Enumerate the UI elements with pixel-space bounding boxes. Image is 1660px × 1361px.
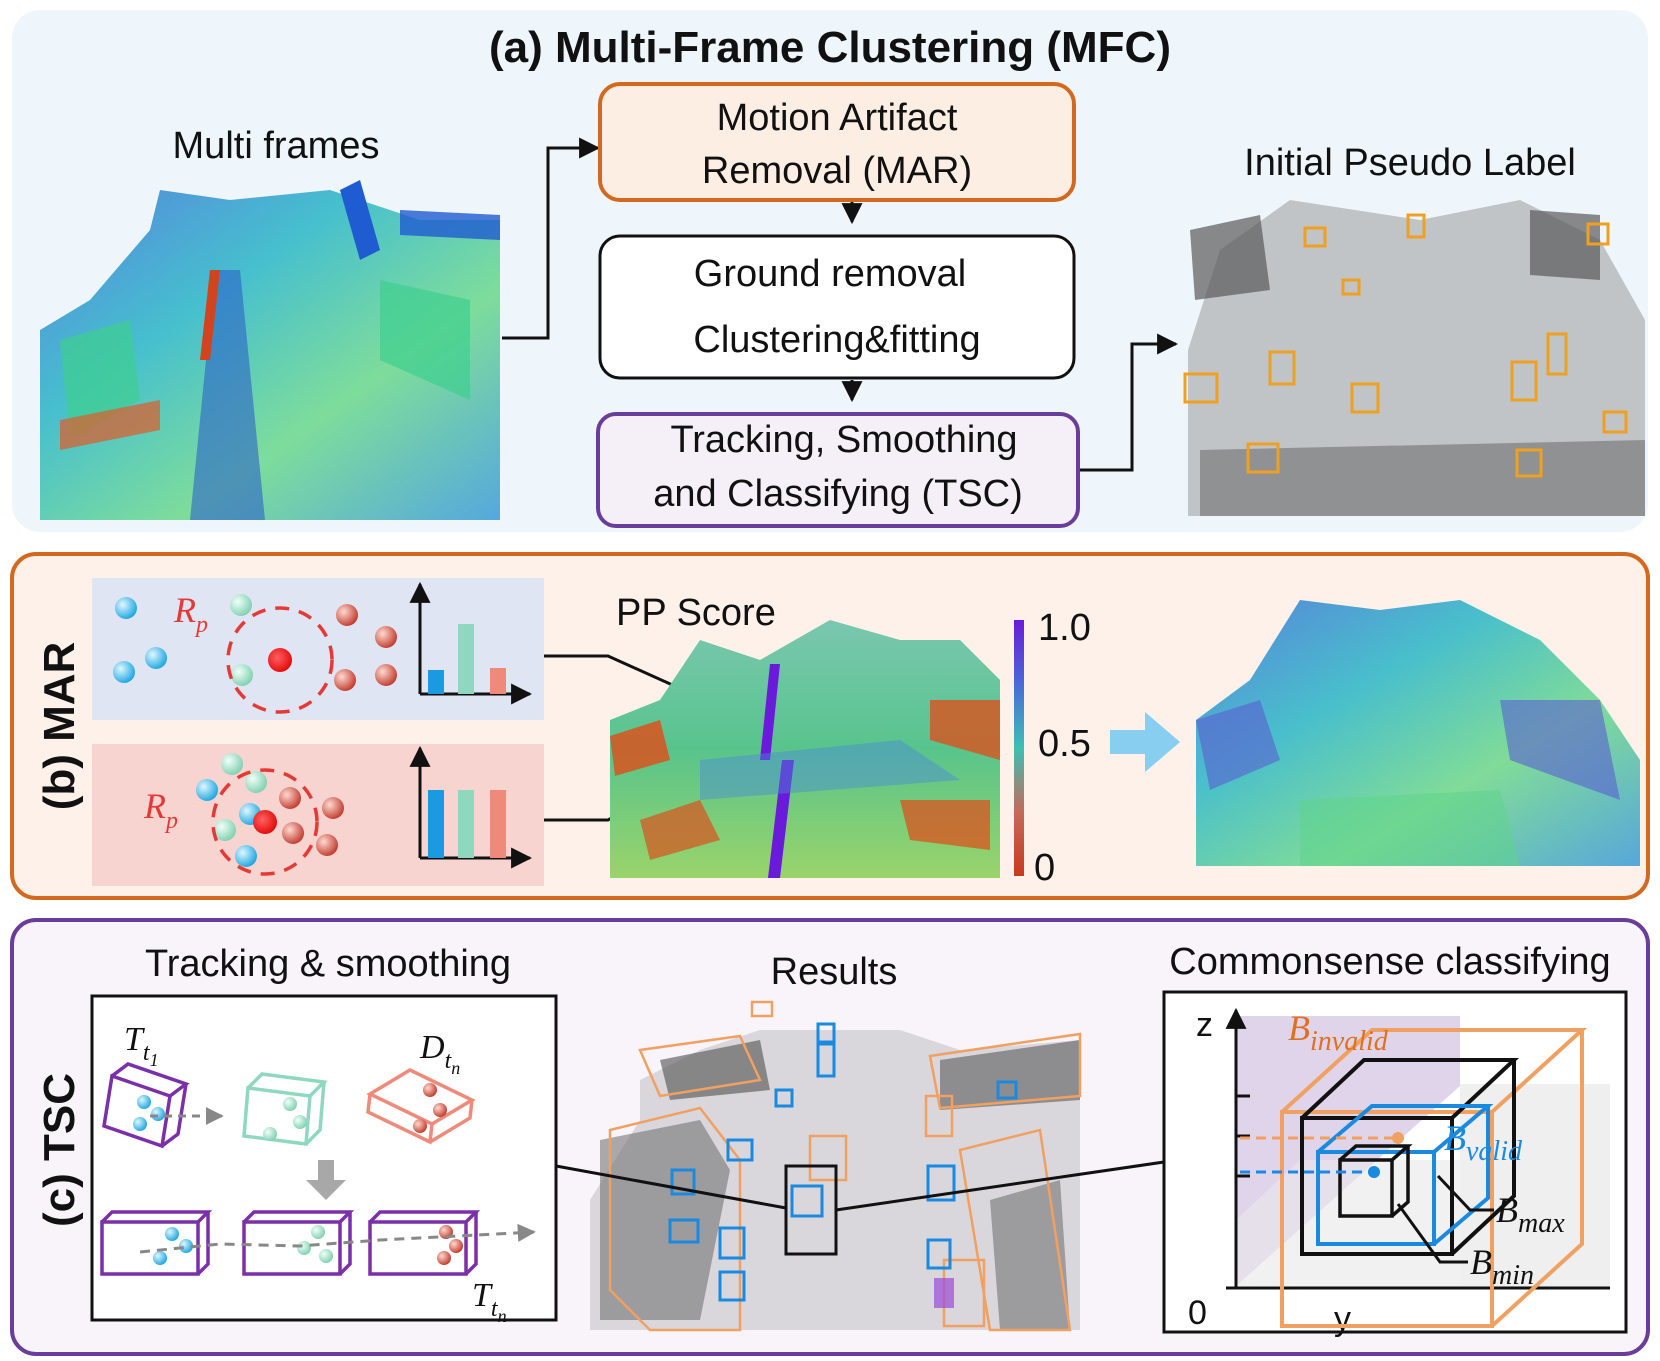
colorbar-tick-min: 0 <box>1034 847 1055 889</box>
tracklet-box-t1 <box>102 1062 190 1149</box>
connector-tracking-to-result <box>555 1164 787 1210</box>
colorbar-tick-max: 1.0 <box>1038 607 1091 649</box>
tracklet-point <box>151 1107 165 1121</box>
initial-pseudo-label-boxes <box>1183 213 1628 478</box>
leader-b-min <box>1396 1203 1468 1264</box>
label-b-min: Bmin <box>1470 1242 1534 1291</box>
smoothing-arrow <box>306 1160 346 1200</box>
detection-point <box>433 1103 447 1117</box>
label-b-invalid: Binvalid <box>1288 1008 1389 1057</box>
rp-label-upper: Rp <box>173 590 208 638</box>
smoothed-box-3 <box>368 1210 481 1276</box>
ground-removal-box <box>598 234 1076 380</box>
tracklet-point <box>133 1117 147 1131</box>
label-t-t1: Tt1 <box>124 1021 159 1070</box>
tsc-box <box>596 412 1080 528</box>
tracklet-box-mid <box>242 1072 328 1146</box>
label-b-valid: Bvalid <box>1444 1118 1523 1167</box>
tracklet-point <box>263 1127 277 1141</box>
initial-pseudo-label-pointcloud <box>1188 200 1645 516</box>
ground-box-line-1: Ground removal <box>694 253 966 295</box>
pp-score-label: PP Score <box>616 592 776 634</box>
smoothed-point <box>311 1225 325 1239</box>
smoothed-point <box>449 1239 463 1253</box>
detection-point <box>423 1083 437 1097</box>
smoothed-box-1 <box>100 1210 213 1276</box>
b-min-box <box>1338 1144 1413 1218</box>
arrow-tsc-to-label <box>1080 333 1179 472</box>
section-a-title: (a) Multi-Frame Clustering (MFC) <box>489 23 1171 72</box>
mar-result-pointcloud <box>1196 600 1640 866</box>
initial-pseudo-label-title: Initial Pseudo Label <box>1244 142 1576 184</box>
section-c-side-label: (c) TSC <box>35 1073 84 1227</box>
smoothed-point <box>179 1239 193 1253</box>
mar-box-line-1: Motion Artifact <box>717 97 958 139</box>
results-orange-boxes <box>608 1000 1082 1332</box>
commonsense-title: Commonsense classifying <box>1169 941 1610 983</box>
smoothed-point <box>297 1241 311 1255</box>
invalid-threshold-point <box>1392 1132 1404 1144</box>
multi-frames-pointcloud <box>40 180 500 520</box>
tsc-box-line-2: and Classifying (TSC) <box>653 473 1023 515</box>
upper-points <box>113 594 397 714</box>
tracklet-point <box>293 1115 307 1129</box>
smoothed-trajectory <box>139 1223 536 1254</box>
result-arrow <box>1110 712 1180 772</box>
valid-threshold-point <box>1368 1166 1380 1178</box>
b-valid-box <box>1316 1104 1494 1246</box>
colorbar-tick-mid: 0.5 <box>1038 723 1091 765</box>
smoothed-point <box>437 1251 451 1265</box>
label-t-tn: Ttn <box>472 1277 507 1326</box>
pp-colorbar <box>1014 620 1024 876</box>
label-d-tn: Dtn <box>419 1029 460 1078</box>
multi-frames-label: Multi frames <box>173 125 380 167</box>
leader-b-max <box>1436 1174 1494 1212</box>
upper-histogram <box>409 581 533 705</box>
mar-box-line-2: Removal (MAR) <box>702 150 972 192</box>
tracklet-point <box>137 1095 151 1109</box>
tracking-title: Tracking & smoothing <box>145 943 511 985</box>
tracking-panel <box>90 994 558 1322</box>
results-purple-box <box>934 1278 954 1308</box>
arrow-frames-to-mar <box>502 137 601 340</box>
smoothed-point <box>319 1249 333 1263</box>
results-title: Results <box>771 951 898 993</box>
tracklet-point <box>283 1097 297 1111</box>
axis-label-z: z <box>1196 1006 1213 1044</box>
axis-label-origin: 0 <box>1188 1294 1207 1332</box>
mar-box <box>598 82 1076 202</box>
b-max-box <box>1300 1058 1520 1256</box>
results-blue-boxes <box>668 1022 1018 1302</box>
ground-box-line-2: Clustering&fitting <box>693 319 980 361</box>
smoothed-point <box>165 1227 179 1241</box>
valid-region <box>1460 1084 1610 1288</box>
tsc-box-line-1: Tracking, Smoothing <box>670 419 1017 461</box>
smoothed-point <box>153 1251 167 1265</box>
axis-label-y: y <box>1334 1300 1351 1338</box>
label-b-max: Bmax <box>1496 1190 1565 1239</box>
pp-score-pointcloud <box>610 620 1000 878</box>
rp-label-lower: Rp <box>143 786 178 834</box>
connector-result-to-commonsense <box>835 1160 1165 1212</box>
section-b-side-label: (b) MAR <box>35 642 84 811</box>
lower-histogram <box>409 745 533 869</box>
lower-points <box>196 753 344 876</box>
detection-box-tn <box>366 1068 476 1145</box>
smoothed-box-2 <box>242 1210 355 1276</box>
detection-point <box>413 1119 427 1133</box>
